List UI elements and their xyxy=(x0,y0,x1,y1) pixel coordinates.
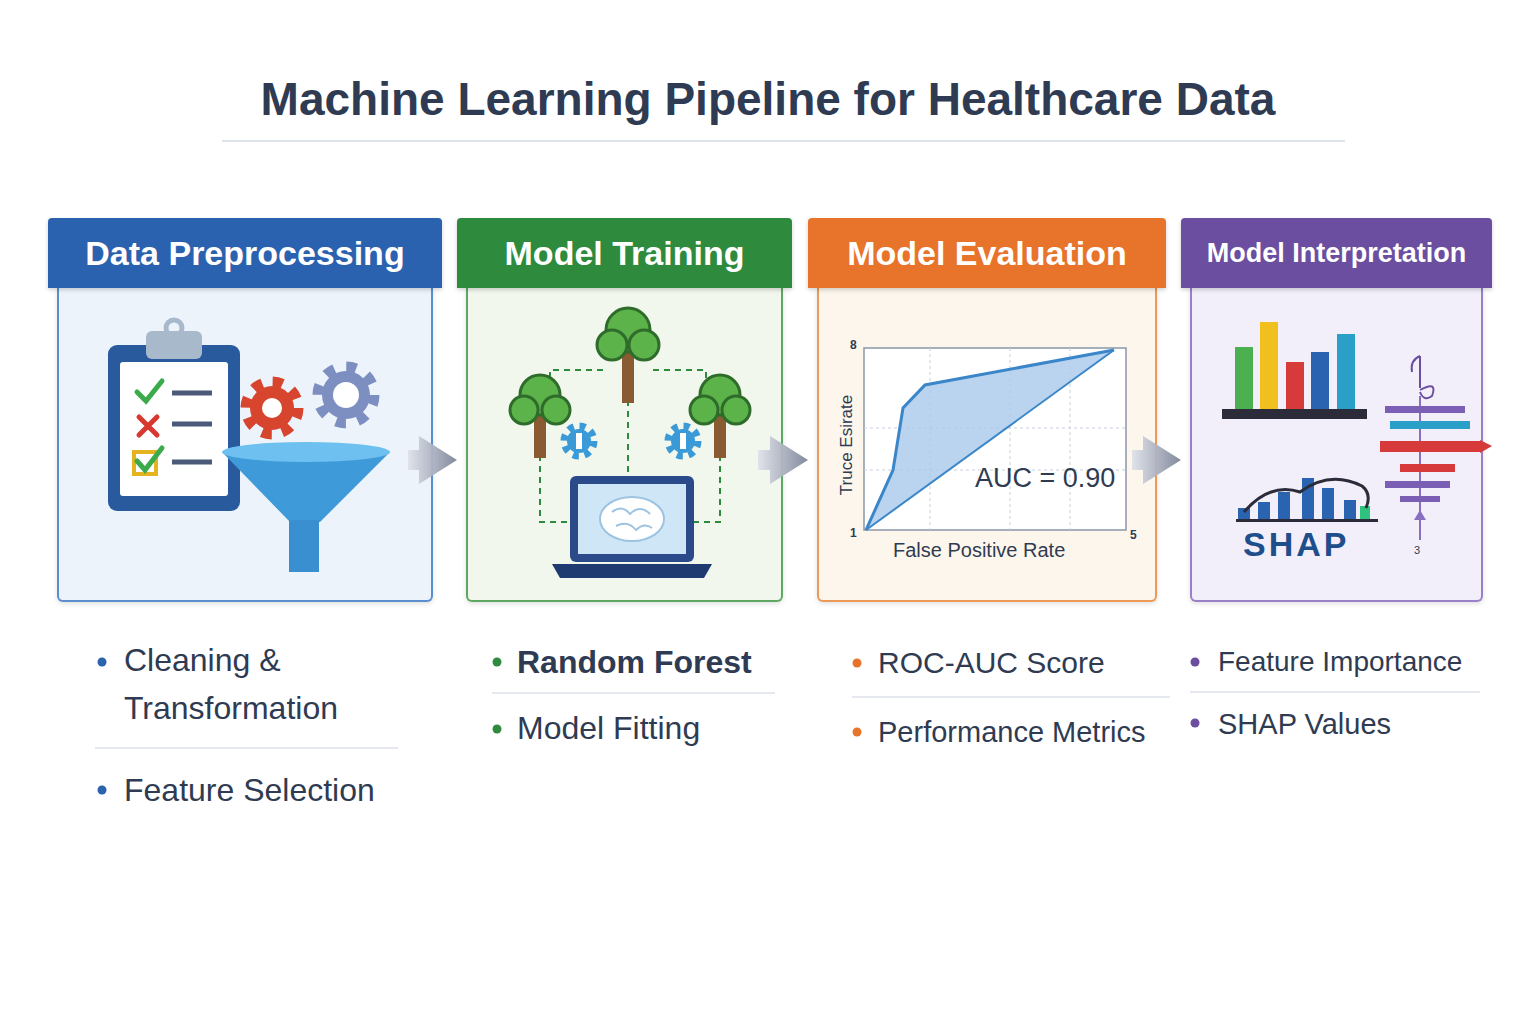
panel-header: Model Evaluation xyxy=(808,218,1166,288)
bullet-marks xyxy=(1190,691,1480,693)
stage-heading: Model Interpretation xyxy=(1207,238,1467,269)
panel-header: Model Training xyxy=(457,218,792,288)
panel-body xyxy=(466,288,783,602)
title-rule xyxy=(222,141,1345,142)
arrow-shape xyxy=(758,436,808,484)
bullet-item: ROC-AUC Score xyxy=(878,640,1178,686)
stage-panel: Model Training xyxy=(457,218,792,602)
bullet-marks xyxy=(493,725,502,734)
bullet-item: Random Forest xyxy=(517,638,787,686)
bullet-item: Model Fitting xyxy=(517,704,787,752)
flow-arrow xyxy=(408,436,457,484)
panel-body xyxy=(57,288,433,602)
flow-arrow xyxy=(758,436,808,484)
bullet-marks xyxy=(95,747,398,749)
stage-heading: Model Evaluation xyxy=(847,234,1127,273)
bullet-item: Feature Selection xyxy=(124,766,414,814)
bullet-item: Feature Importance xyxy=(1218,641,1518,683)
flow-arrow xyxy=(1132,436,1181,484)
bullet-marks xyxy=(493,658,502,667)
diagram-title: Machine Learning Pipeline for Healthcare… xyxy=(0,72,1536,126)
axis-title: Truce Esirate xyxy=(837,365,857,525)
arrow-shape xyxy=(1132,436,1181,484)
bullet-marks xyxy=(98,786,107,795)
title-rule xyxy=(222,140,1345,142)
bullet-marks xyxy=(853,728,862,737)
bullet-marks xyxy=(98,658,107,667)
auc-value: AUC = 0.90 xyxy=(975,462,1125,494)
stage-panel: Data Preprocessing xyxy=(48,218,442,602)
stage-heading: Model Training xyxy=(505,234,745,273)
axis-tick: 1 xyxy=(850,526,870,540)
shap-logo: SHAP xyxy=(1243,524,1393,564)
axis-tick: 5 xyxy=(1130,528,1150,542)
bullet-item: Performance Metrics xyxy=(878,709,1178,755)
panel-header: Model Interpretation xyxy=(1181,218,1492,288)
axis-title: False Positive Rate xyxy=(893,538,1123,562)
axis-tick: 8 xyxy=(850,338,870,352)
bullet-marks xyxy=(1191,658,1200,667)
panel-header: Data Preprocessing xyxy=(48,218,442,288)
axis-tick: 3 xyxy=(1414,544,1428,557)
bullet-marks xyxy=(853,659,862,668)
bullet-item: SHAP Values xyxy=(1218,703,1518,745)
bullet-marks xyxy=(852,696,1170,698)
bullet-marks xyxy=(492,692,775,694)
arrow-shape xyxy=(408,436,457,484)
stage-heading: Data Preprocessing xyxy=(85,234,404,273)
bullet-item: Cleaning & Transformation xyxy=(124,636,394,732)
bullet-marks xyxy=(1191,719,1200,728)
